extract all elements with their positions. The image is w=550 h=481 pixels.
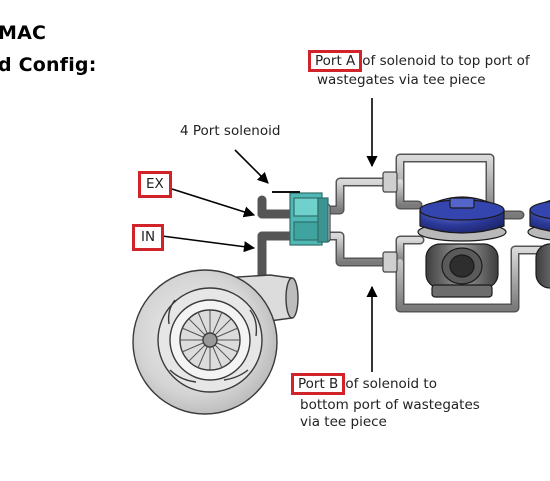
page-title-line-2: d Config:	[0, 54, 97, 76]
solenoid-icon	[272, 191, 329, 246]
wastegate-icon-2	[527, 200, 550, 289]
page-title-line-1: MAC	[0, 22, 47, 44]
port-b-desc-line-1: of solenoid to	[345, 376, 437, 392]
port-b-desc-line-2: bottom port of wastegates	[300, 397, 480, 413]
wastegate-icon	[417, 196, 507, 298]
turbocharger-icon	[132, 269, 299, 415]
port-a-desc-line-2: wastegates via tee piece	[317, 72, 486, 88]
port-b-desc-line-3: via tee piece	[300, 414, 387, 430]
in-port-label: IN	[132, 224, 165, 251]
port-a-label: Port A	[308, 50, 363, 72]
pointer-arrows	[161, 98, 378, 372]
port-a-desc-line-1: of solenoid to top port of	[362, 53, 530, 69]
port-b-label: Port B	[291, 373, 346, 395]
ex-port-label: EX	[138, 171, 172, 198]
solenoid-label: 4 Port solenoid	[180, 123, 281, 139]
